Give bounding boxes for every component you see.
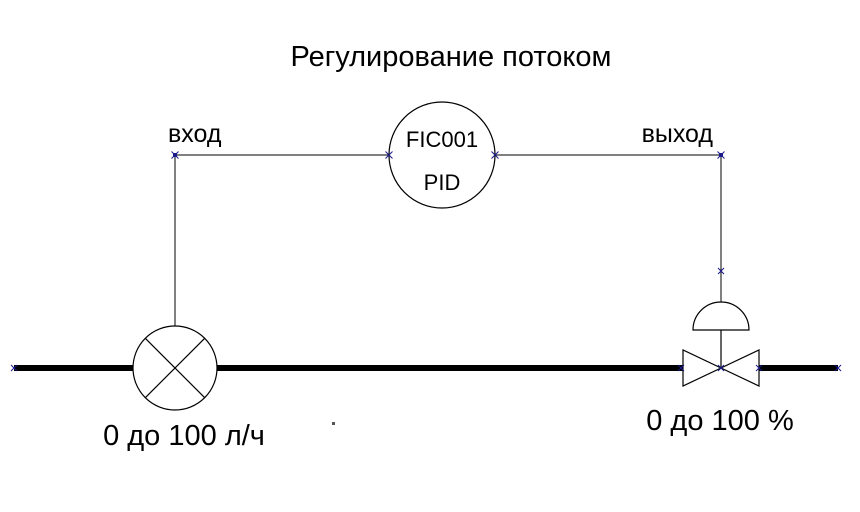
junction-pipe-end-icon <box>834 364 842 372</box>
junction-output-dot <box>719 153 723 157</box>
junction-pipe-start-icon <box>10 364 18 372</box>
valve-range-label: 0 до 100 % <box>646 405 794 437</box>
junction-controller-right-icon <box>491 151 499 159</box>
output-signal-label: выход <box>642 120 714 148</box>
control-valve-icon[interactable] <box>682 301 760 387</box>
controller-bubble[interactable]: FIC001 PID <box>388 101 496 209</box>
junction-input-dot <box>173 153 177 157</box>
stray-dot <box>332 422 335 425</box>
flow-meter-range-label: 0 до 100 л/ч <box>103 420 265 452</box>
junction-controller-left-icon <box>385 151 393 159</box>
flow-meter-icon[interactable] <box>132 325 218 411</box>
junction-valve-left-icon <box>677 364 685 372</box>
controller-tag: FIC001 <box>406 127 478 152</box>
valve-actuator-icon <box>692 301 750 331</box>
input-signal-label: вход <box>168 120 222 148</box>
signal-lines <box>174 154 722 326</box>
valve-body-left <box>682 349 723 387</box>
junction-valve-center-icon <box>717 364 725 372</box>
junction-actuator-icon <box>717 267 725 275</box>
junction-valve-right-icon <box>755 364 763 372</box>
valve-body-right <box>719 349 760 387</box>
diagram-title: Регулирование потоком <box>291 41 612 73</box>
controller-type: PID <box>424 170 461 195</box>
